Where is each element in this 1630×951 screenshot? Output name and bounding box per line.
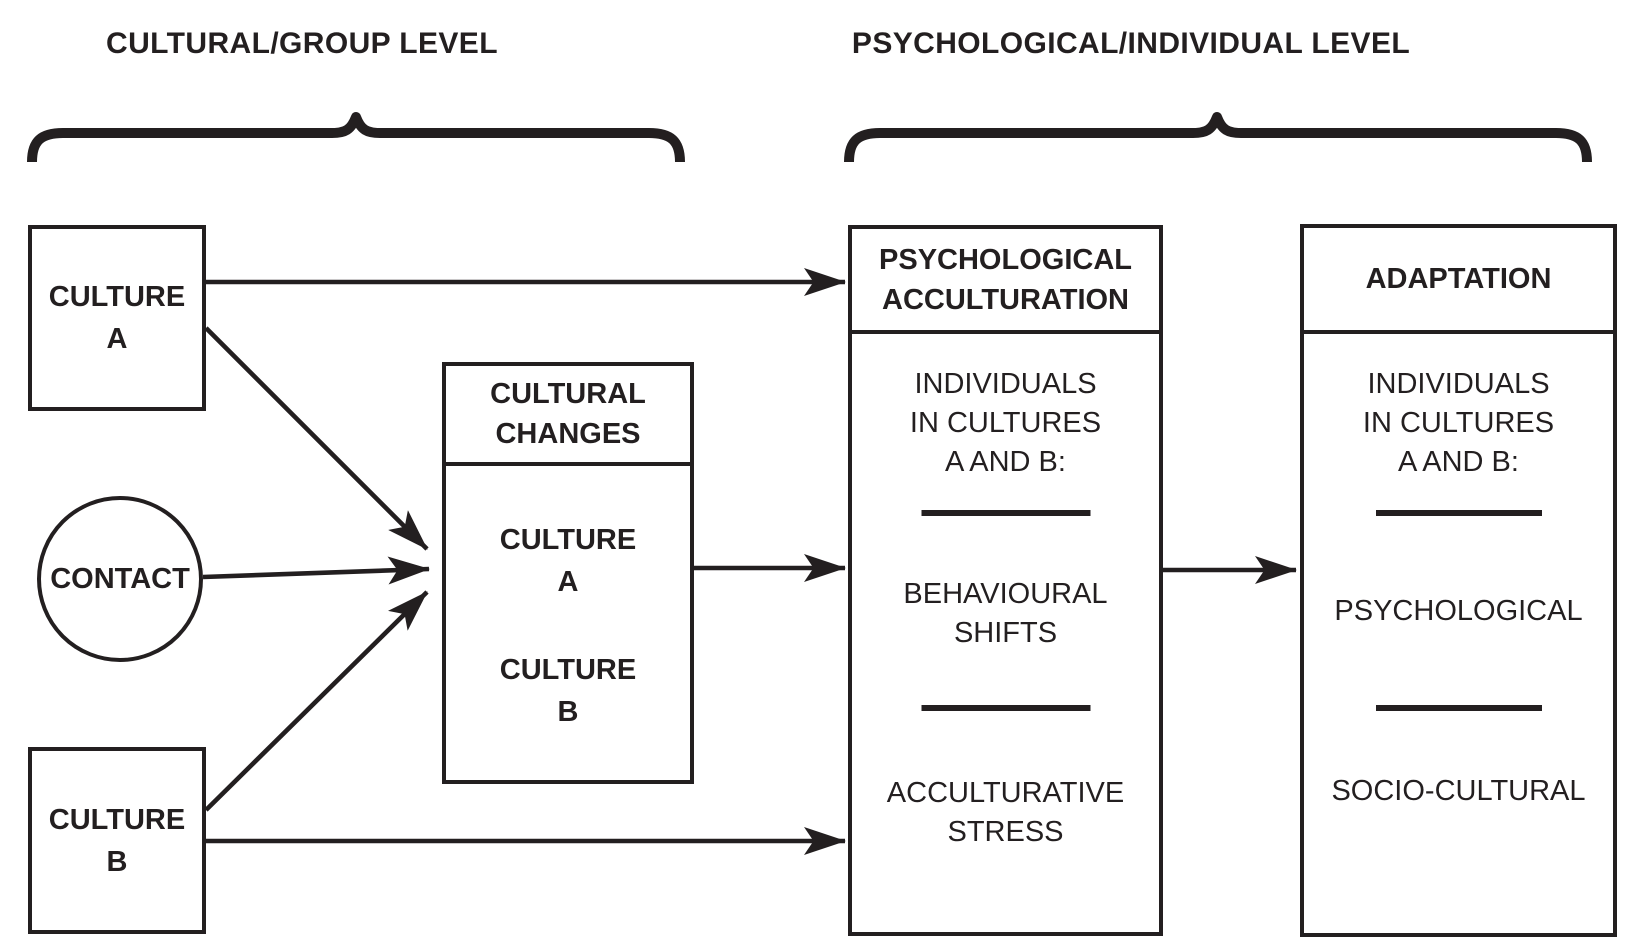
adaptation-title: ADAPTATION [1304, 228, 1613, 334]
adaptation-box: ADAPTATION INDIVIDUALS IN CULTURES A AND… [1300, 224, 1617, 937]
cultural-changes-culture-b: CULTURE B [446, 649, 690, 733]
group-level-brace [27, 112, 685, 163]
adaptation-individuals-text: INDIVIDUALS IN CULTURES A AND B: [1304, 365, 1613, 482]
psychological-acculturation-body: INDIVIDUALS IN CULTURES A AND B: BEHAVIO… [852, 334, 1159, 932]
adaptation-title-line: ADAPTATION [1365, 263, 1552, 295]
text-line: PSYCHOLOGICAL [1334, 595, 1583, 627]
text-line: CULTURE [499, 654, 637, 686]
behavioural-shifts-text: BEHAVIOURAL SHIFTS [852, 575, 1159, 653]
cultural-changes-box: CULTURAL CHANGES CULTURE A CULTURE B [442, 362, 694, 784]
acculturative-stress-text: ACCULTURATIVE STRESS [852, 774, 1159, 852]
divider-rule [1375, 510, 1542, 516]
text-line: A AND B: [945, 446, 1066, 478]
culture-b-label-line1: CULTURE [48, 803, 186, 836]
arrow-culture-a-to-cultural-changes [204, 326, 429, 551]
individual-level-heading: PSYCHOLOGICAL/INDIVIDUAL LEVEL [851, 27, 1411, 60]
cultural-changes-title-line1: CULTURAL [490, 378, 646, 410]
divider-rule [921, 510, 1090, 516]
divider-rule [1375, 705, 1542, 711]
culture-b-label-line2: B [106, 845, 128, 878]
text-line: BEHAVIOURAL [903, 578, 1108, 610]
psychological-adaptation-text: PSYCHOLOGICAL [1304, 592, 1613, 631]
cultural-changes-culture-a: CULTURE A [446, 519, 690, 603]
text-line: ACCULTURATIVE [886, 777, 1125, 809]
text-line: B [557, 696, 579, 728]
culture-a-label-line2: A [106, 323, 128, 355]
psych-acc-title-line1: PSYCHOLOGICAL [879, 243, 1132, 276]
culture-a-label-line1: CULTURE [48, 281, 186, 313]
text-line: A AND B: [1398, 446, 1519, 478]
psychological-acculturation-box: PSYCHOLOGICAL ACCULTURATION INDIVIDUALS … [848, 225, 1163, 936]
text-line: INDIVIDUALS [1367, 368, 1550, 400]
contact-circle: CONTACT [37, 496, 203, 662]
text-line: IN CULTURES [909, 407, 1102, 439]
group-level-heading: CULTURAL/GROUP LEVEL [106, 27, 498, 60]
cultural-changes-title: CULTURAL CHANGES [446, 366, 690, 466]
culture-a-box: CULTURE A [28, 225, 206, 411]
divider-rule [921, 705, 1090, 711]
culture-b-box: CULTURE B [28, 747, 206, 934]
cultural-changes-title-line2: CHANGES [495, 418, 641, 450]
contact-label: CONTACT [50, 563, 190, 595]
adaptation-body: INDIVIDUALS IN CULTURES A AND B: PSYCHOL… [1304, 334, 1613, 933]
arrow-culture-b-to-cultural-changes [204, 590, 429, 812]
text-line: INDIVIDUALS [914, 368, 1097, 400]
individual-level-brace [844, 112, 1592, 163]
psychological-acculturation-title: PSYCHOLOGICAL ACCULTURATION [852, 229, 1159, 334]
cultural-changes-body: CULTURE A CULTURE B [446, 466, 690, 780]
arrow-contact-to-cultural-changes [202, 556, 430, 585]
text-line: SOCIO-CULTURAL [1331, 775, 1586, 807]
socio-cultural-adaptation-text: SOCIO-CULTURAL [1304, 772, 1613, 811]
text-line: CULTURE [499, 524, 637, 556]
text-line: STRESS [947, 816, 1064, 848]
text-line: SHIFTS [953, 617, 1058, 649]
text-line: A [557, 566, 579, 598]
text-line: IN CULTURES [1362, 407, 1555, 439]
psych-acc-individuals-text: INDIVIDUALS IN CULTURES A AND B: [852, 365, 1159, 482]
psych-acc-title-line2: ACCULTURATION [882, 283, 1129, 316]
